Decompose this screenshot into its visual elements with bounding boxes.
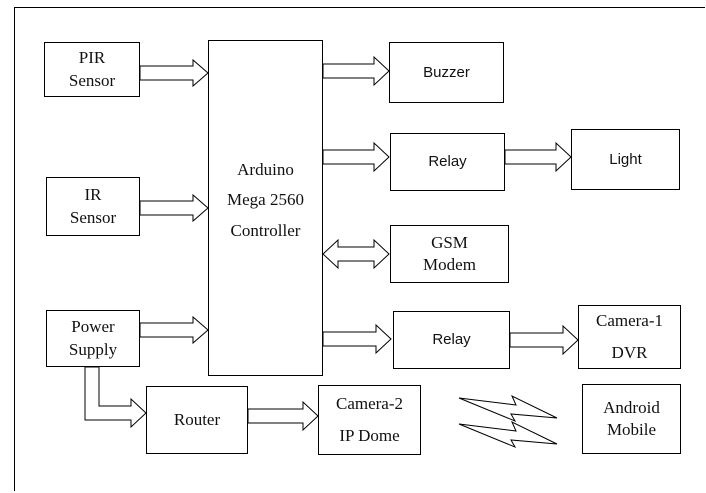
arrow-controller-to-relay-1 bbox=[322, 141, 390, 173]
light-label: Light bbox=[609, 150, 642, 168]
buzzer-block: Buzzer bbox=[389, 42, 504, 103]
pir-sensor-line-1: PIR bbox=[78, 48, 106, 68]
relay-camera-block: Relay bbox=[393, 311, 510, 369]
ir-sensor-block: IR Sensor bbox=[46, 177, 140, 236]
ir-sensor-line-2: Sensor bbox=[69, 207, 117, 227]
arrow-controller-to-relay-2 bbox=[322, 323, 392, 355]
light-block: Light bbox=[571, 129, 680, 190]
arrow-router-to-camera-2 bbox=[247, 400, 319, 432]
wireless-signal-icon bbox=[458, 394, 558, 423]
buzzer-label: Buzzer bbox=[423, 63, 470, 81]
arrow-controller-gsm-bidirectional bbox=[322, 238, 390, 270]
camera-1-dvr-block: Camera-1 DVR bbox=[578, 305, 681, 369]
relay-light-label: Relay bbox=[428, 153, 467, 171]
arrow-relay-1-to-light bbox=[504, 141, 572, 173]
controller-line-2: Mega 2560 bbox=[227, 190, 304, 210]
router-label: Router bbox=[173, 409, 221, 429]
power-supply-block: Power Supply bbox=[46, 310, 140, 367]
arrow-power-to-controller bbox=[139, 315, 209, 345]
arrow-ir-to-controller bbox=[139, 193, 209, 223]
camera-1-line-1: Camera-1 bbox=[595, 310, 664, 330]
camera-2-ip-dome-block: Camera-2 IP Dome bbox=[318, 385, 421, 455]
wireless-signal-icon bbox=[458, 420, 558, 449]
controller-block: Arduino Mega 2560 Controller bbox=[208, 40, 323, 376]
power-supply-line-2: Supply bbox=[68, 339, 118, 359]
controller-line-1: Arduino bbox=[237, 160, 294, 179]
arrow-controller-to-buzzer bbox=[322, 55, 390, 87]
gsm-modem-line-2: Modem bbox=[423, 255, 476, 274]
android-mobile-line-2: Mobile bbox=[606, 420, 657, 439]
gsm-modem-line-1: GSM bbox=[431, 232, 468, 252]
android-mobile-block: Android Mobile bbox=[582, 384, 681, 454]
arrow-relay-2-to-camera-1 bbox=[509, 324, 579, 356]
arrow-pir-to-controller bbox=[139, 58, 209, 88]
power-supply-line-1: Power bbox=[71, 317, 115, 337]
arrow-power-to-router bbox=[84, 366, 147, 429]
pir-sensor-block: PIR Sensor bbox=[44, 42, 140, 97]
camera-2-line-1: Camera-2 bbox=[335, 393, 404, 413]
diagram-frame bbox=[14, 7, 705, 491]
android-mobile-line-1: Android bbox=[603, 397, 660, 417]
pir-sensor-line-2: Sensor bbox=[68, 70, 116, 90]
router-block: Router bbox=[146, 386, 248, 454]
controller-line-3: Controller bbox=[230, 220, 301, 240]
relay-camera-label: Relay bbox=[432, 331, 471, 349]
gsm-modem-block: GSM Modem bbox=[390, 225, 509, 283]
camera-2-line-2: IP Dome bbox=[339, 426, 400, 445]
ir-sensor-line-1: IR bbox=[84, 185, 102, 205]
camera-1-line-2: DVR bbox=[611, 343, 648, 362]
relay-light-block: Relay bbox=[390, 133, 505, 191]
